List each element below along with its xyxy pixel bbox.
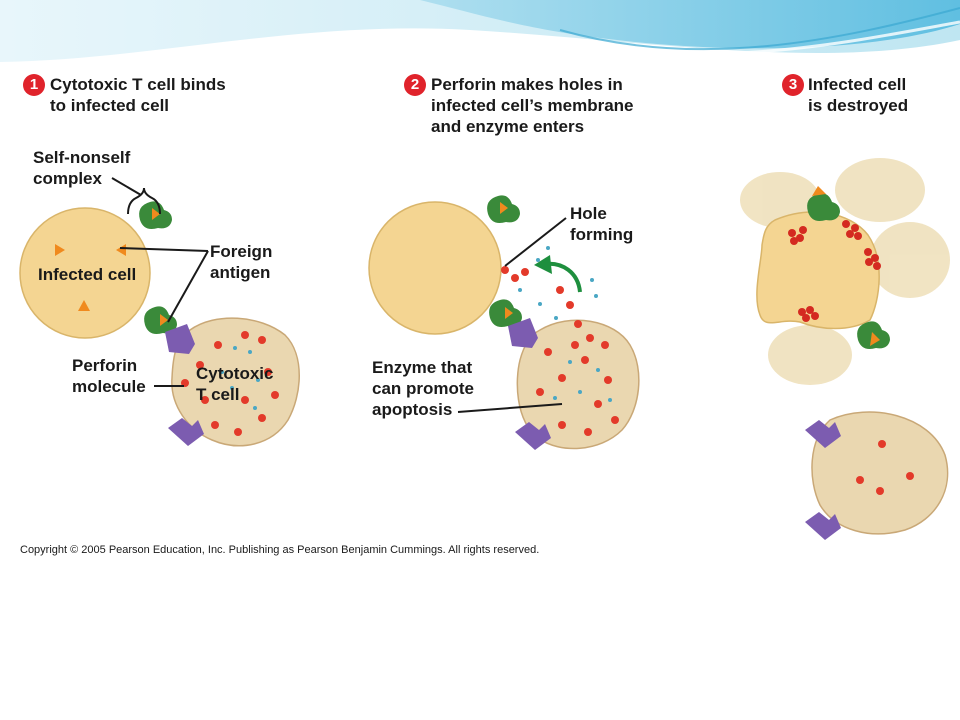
panel-3: [740, 158, 950, 540]
t-receptor-icon: [805, 512, 841, 540]
cytotoxic-t-cell-3: [811, 411, 949, 535]
debris-icon: [740, 158, 950, 385]
label-hole-forming: Hole forming: [570, 204, 634, 244]
brace-icon: [127, 187, 161, 215]
step-2-title: Perforin makes holes in infected cell’s …: [431, 75, 634, 136]
self-nonself-complex-icon: [139, 201, 172, 229]
panel-2: [368, 195, 640, 450]
infected-cell-2: [368, 201, 502, 335]
receptor-icon: [807, 186, 890, 349]
panel-1: [19, 177, 300, 447]
tcr-complex-icon: [489, 299, 538, 348]
perforin-granules: [181, 331, 279, 436]
pore-clusters: [788, 220, 881, 322]
enzyme-dots: [518, 246, 612, 402]
t-receptor-icon: [805, 420, 841, 448]
label-foreign-antigen: Foreign antigen: [210, 242, 273, 282]
receptor-icon: [487, 195, 520, 223]
step-1-badge: 1: [23, 74, 45, 96]
infected-cell: [19, 207, 151, 339]
tcr-complex-icon: [144, 306, 195, 354]
label-cytotoxic: Cytotoxic T cell: [196, 364, 274, 404]
label-perforin: Perforin molecule: [72, 356, 146, 396]
cytotoxic-t-cell: [171, 317, 300, 447]
t-receptor-icon: [168, 418, 204, 446]
step-2-badge: 2: [404, 74, 426, 96]
header-banner: [0, 0, 960, 80]
perforin-granules: [501, 266, 619, 436]
step-3-title: Infected cell is destroyed: [808, 75, 909, 115]
label-self-nonself: Self-nonself complex: [33, 148, 131, 188]
destroyed-cell: [756, 211, 880, 330]
antigen-icon: [116, 244, 126, 256]
label-enzyme: Enzyme that can promote apoptosis: [372, 358, 475, 419]
copyright-text: Copyright © 2005 Pearson Education, Inc.…: [20, 544, 540, 556]
perforin-granules: [856, 440, 914, 495]
antigen-icon: [78, 300, 90, 311]
step-3-badge: 3: [782, 74, 804, 96]
antigen-icon: [55, 244, 65, 256]
enzyme-dots: [220, 346, 260, 410]
t-receptor-icon: [515, 422, 551, 450]
label-infected-cell: Infected cell: [38, 265, 137, 284]
step-1-title: Cytotoxic T cell binds to infected cell: [50, 75, 226, 115]
